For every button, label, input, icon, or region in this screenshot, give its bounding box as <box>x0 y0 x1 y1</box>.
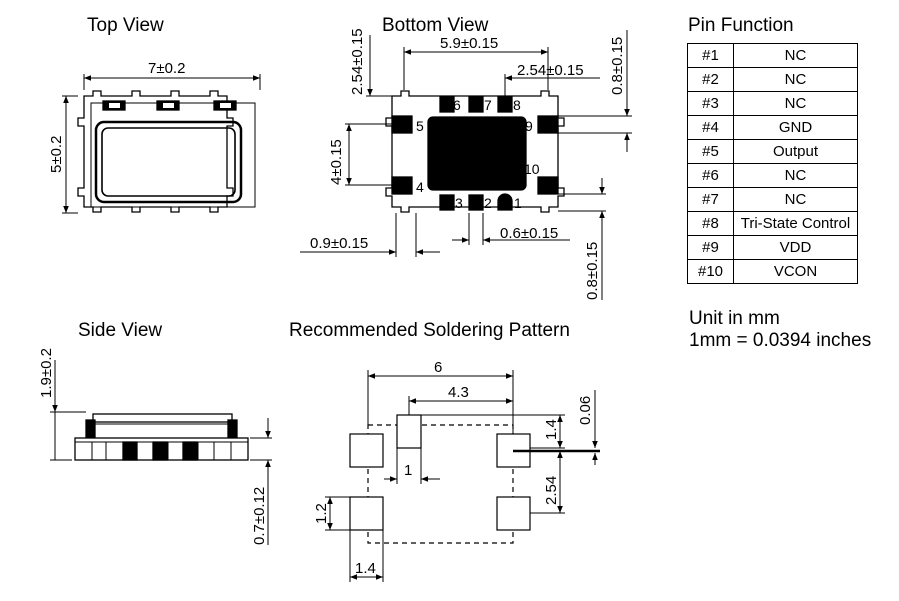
pin-cell: #2 <box>687 67 734 92</box>
function-cell: NC <box>733 67 858 92</box>
function-cell: NC <box>733 91 858 116</box>
function-cell: GND <box>733 115 858 140</box>
dim-top-height: 5±0.2 <box>48 136 65 173</box>
side-view-title: Side View <box>78 320 163 341</box>
pin-label-1: 1 <box>514 195 522 211</box>
pin-label-6: 6 <box>453 97 461 113</box>
dim-top-width: 7±0.2 <box>148 60 185 77</box>
function-cell: VCON <box>733 259 858 284</box>
units-line: Unit in mm <box>689 308 780 329</box>
pin-label-3: 3 <box>455 195 463 211</box>
dim-bottom-pad-span: 5.9±0.15 <box>440 35 498 52</box>
dim-bottom-pad-width: 0.9±0.15 <box>310 235 368 252</box>
pin-cell: #3 <box>687 91 734 116</box>
dim-solder-inner: 4.3 <box>448 384 469 401</box>
units-conversion: 1mm = 0.0394 inches <box>689 330 872 351</box>
dim-bottom-edge-top: 0.8±0.15 <box>609 37 626 95</box>
dim-solder-pad-h2: 1.2 <box>313 503 330 524</box>
pin-cell: #10 <box>687 259 734 284</box>
pin-label-4: 4 <box>416 179 424 195</box>
function-cell: Tri-State Control <box>733 211 858 236</box>
dim-bottom-pitch-right: 2.54±0.15 <box>517 62 584 79</box>
function-cell: VDD <box>733 235 858 260</box>
dim-solder-span: 6 <box>434 359 442 376</box>
pin-label-7: 7 <box>484 97 492 113</box>
pin-label-9: 9 <box>525 118 533 134</box>
soldering-pattern-drawing <box>325 370 600 582</box>
dim-bottom-edge-bottom: 0.8±0.15 <box>584 242 601 300</box>
dim-solder-pad-w: 1.4 <box>355 560 376 577</box>
top-view-drawing <box>62 74 261 214</box>
pin-cell: #8 <box>687 211 734 236</box>
top-view-title: Top View <box>87 15 164 36</box>
bottom-view-drawing <box>300 30 632 300</box>
pin-label-8: 8 <box>513 97 521 113</box>
function-cell: NC <box>733 187 858 212</box>
dim-bottom-pitch-top: 2.54±0.15 <box>349 28 366 95</box>
pin-cell: #6 <box>687 163 734 188</box>
pin-cell: #9 <box>687 235 734 260</box>
pin-cell: #1 <box>687 43 734 68</box>
pin-label-10: 10 <box>524 161 540 177</box>
dim-side-height: 1.9±0.2 <box>38 348 55 398</box>
dim-solder-pitch: 2.54 <box>543 476 560 505</box>
dim-solder-pad-height: 1.4 <box>543 419 560 440</box>
dim-bottom-pad-small: 0.6±0.15 <box>500 225 558 242</box>
pin-cell: #7 <box>687 187 734 212</box>
dim-bottom-vertical-pitch: 4±0.15 <box>328 139 345 185</box>
side-view-drawing <box>50 360 272 545</box>
dim-solder-gap: 1 <box>404 462 412 479</box>
pin-function-title: Pin Function <box>688 15 794 36</box>
dim-solder-offset: 0.06 <box>577 396 594 425</box>
pin-cell: #4 <box>687 115 734 140</box>
function-cell: NC <box>733 163 858 188</box>
soldering-pattern-title: Recommended Soldering Pattern <box>289 320 570 341</box>
units-note: Unit in mm 1mm = 0.0394 inches <box>689 308 871 352</box>
pin-cell: #5 <box>687 139 734 164</box>
function-cell: Output <box>733 139 858 164</box>
dim-side-base: 0.7±0.12 <box>251 487 268 545</box>
function-cell: NC <box>733 43 858 68</box>
pin-label-2: 2 <box>484 195 492 211</box>
pin-label-5: 5 <box>416 118 424 134</box>
bottom-view-title: Bottom View <box>382 15 489 36</box>
